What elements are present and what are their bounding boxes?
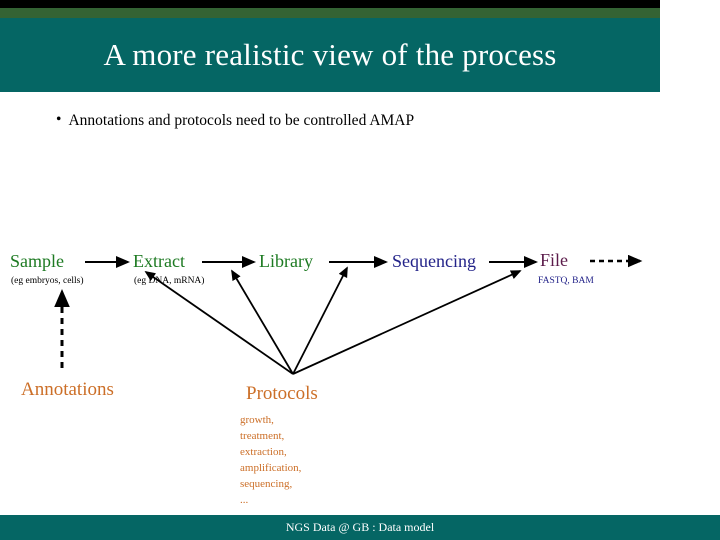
bullet-item: • Annotations and protocols need to be co… — [56, 112, 414, 130]
stage-sublabel-sample: (eg embryos, cells) — [11, 276, 84, 286]
list-item: growth, — [240, 414, 274, 426]
title-black-stripe — [0, 0, 660, 8]
bullet-marker-icon: • — [56, 111, 62, 128]
arrow-protocols-to-sequencing — [292, 266, 348, 375]
list-item: sequencing, — [240, 478, 293, 490]
list-item: ... — [240, 494, 249, 506]
title-banner: A more realistic view of the process — [0, 18, 660, 92]
footer-text: NGS Data @ GB : Data model — [285, 520, 435, 534]
footer-bar: NGS Data @ GB : Data model — [0, 515, 720, 540]
stage-label-sample: Sample — [10, 251, 64, 271]
arrow-protocols-to-library — [231, 269, 294, 375]
list-item: extraction, — [240, 446, 287, 458]
stage-label-library: Library — [259, 251, 313, 271]
list-item: treatment, — [240, 430, 285, 442]
source-label-annotations: Annotations — [21, 379, 114, 400]
page-title: A more realistic view of the process — [103, 37, 557, 72]
arrow-protocols-to-extract — [144, 270, 294, 375]
source-label-protocols: Protocols — [246, 383, 318, 404]
list-item: amplification, — [240, 462, 302, 474]
bullet-item-text: Annotations and protocols need to be con… — [68, 112, 415, 129]
stage-label-sequencing: Sequencing — [392, 251, 476, 271]
stage-label-extract: Extract — [133, 251, 185, 271]
title-green-stripe — [0, 8, 660, 18]
stage-sublabel-extract: (eg DNA, mRNA) — [134, 276, 205, 286]
stage-sublabel-file: FASTQ, BAM — [538, 276, 594, 286]
stage-label-file: File — [540, 250, 569, 270]
protocols-item-list: growth, treatment, extraction, amplifica… — [240, 412, 301, 508]
arrow-protocols-to-file — [292, 270, 522, 375]
